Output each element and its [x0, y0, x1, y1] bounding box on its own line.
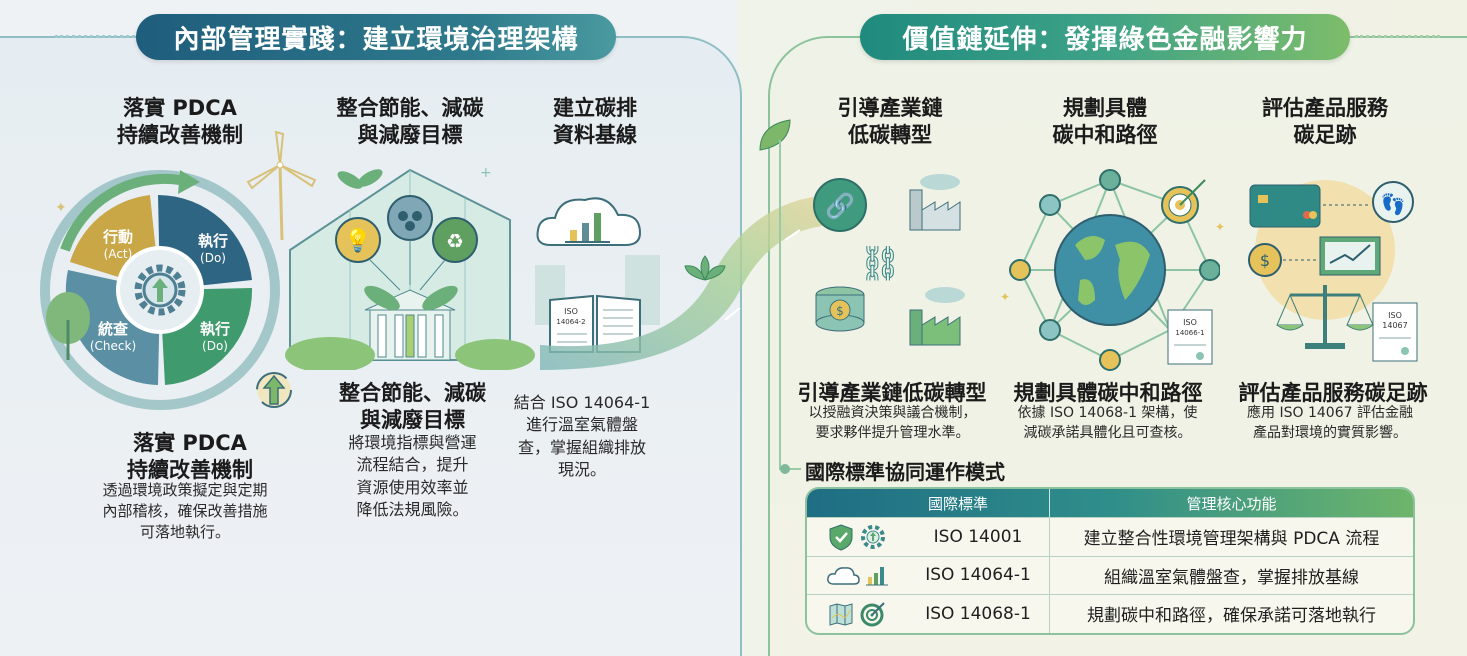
globe-network-illustration: ISO 14066-1: [1009, 169, 1220, 371]
right-bottom-desc-carbon-neutral: 依據 ISO 14068-1 架構，使 減碳承諾具體化且可查核。: [1017, 405, 1198, 441]
connector-dot: [780, 464, 790, 474]
left-bottom-desc-pdca: 透過環境政策擬定與定期 內部稽核，確保改善措施 可落地執行。: [102, 481, 268, 541]
svg-text:💡: 💡: [344, 228, 371, 254]
iso-14067-doc-icon: ISO 14067: [1372, 302, 1418, 362]
svg-text:$: $: [836, 304, 844, 318]
intl-standards-title: 國際標準協同運作模式: [805, 460, 1005, 484]
flow-path-arrow: [540, 195, 830, 370]
column-header-standard: 國際標準: [807, 489, 1050, 517]
target-icon: [1161, 179, 1206, 224]
pdca-do2-sub: (Do): [202, 338, 228, 353]
pdca-do-label: 執行: [197, 232, 228, 250]
left-section-title: 內部管理實踐：建立環境治理架構: [136, 14, 616, 60]
dotted-connector-right: [1355, 35, 1440, 38]
right-top-heading-footprint: 評估產品服務 碳足跡: [1262, 96, 1388, 148]
standard-cell: ISO 14064-1: [907, 556, 1050, 594]
bar-chart-icon: [866, 567, 888, 586]
wind-turbine-icon: [246, 130, 317, 240]
table-row: ISO 14064-1 組織溫室氣體盤查，掌握排放基線: [807, 555, 1413, 594]
svg-text:👣: 👣: [1381, 192, 1406, 216]
right-top-heading-carbon-neutral: 規劃具體 碳中和路徑: [1052, 96, 1158, 148]
cycle-up-arrow-icon: [256, 372, 292, 408]
plus-icon: +: [480, 165, 492, 181]
cloud-bar-chart-icon: [536, 197, 642, 246]
sparkle-icon: ✦: [55, 200, 67, 216]
left-bottom-desc-baseline: 結合 ISO 14064-1 進行溫室氣體盤 查，掌握組織排放 現況。: [513, 393, 651, 480]
function-cell: 組織溫室氣體盤查，掌握排放基線: [1104, 567, 1359, 588]
standard-cell: ISO 14068-1: [907, 595, 1050, 633]
left-bottom-heading-pdca: 落實 PDCA 持續改善機制: [127, 431, 253, 483]
greenhouse-building-illustration: 💡 ♻: [285, 168, 535, 370]
function-cell: 建立整合性環境管理架構與 PDCA 流程: [1083, 529, 1380, 550]
coin-stack-icon: $: [815, 286, 865, 332]
table-row: ISO 14068-1 規劃碳中和路徑，確保承諾可落地執行: [807, 594, 1413, 633]
leaf-icon: [759, 119, 791, 151]
left-bottom-desc-energy: 將環境指標與營運 流程結合，提升 資源使用效率並 降低法規風險。: [348, 433, 477, 520]
left-top-heading-baseline: 建立碳排 資料基線: [553, 96, 637, 148]
pdca-check-label: 統查: [97, 320, 128, 338]
right-bottom-heading-carbon-neutral: 規劃具體碳中和路徑: [1013, 381, 1203, 405]
connector-line: [781, 468, 801, 470]
pdca-act-sub: (Act): [103, 246, 133, 261]
pdca-segment-do-top: 執行 (Do): [183, 232, 243, 266]
supply-chain-illustration: 🔗 ⛓ $: [813, 174, 965, 346]
svg-text:♻: ♻: [446, 229, 464, 253]
svg-text:⛓: ⛓: [858, 244, 901, 284]
iso-book-icon: ISO 14064-2: [549, 294, 641, 353]
svg-text:$: $: [1260, 251, 1270, 270]
svg-text:🔗: 🔗: [825, 191, 855, 220]
svg-text:14064-2: 14064-2: [556, 318, 585, 326]
pdca-act-label: 行動: [102, 228, 133, 246]
intl-standards-table: 國際標準 管理核心功能 ISO 14001 建立整合性環境管理架構與 PDCA …: [805, 487, 1415, 635]
pdca-check-sub: (Check): [89, 338, 137, 353]
map-icon: [829, 603, 853, 626]
right-bottom-desc-footprint: 應用 ISO 14067 評估金融 產品對環境的實質影響。: [1247, 405, 1413, 441]
standard-cell: ISO 14001: [907, 518, 1050, 556]
dotted-connector-left: [55, 35, 140, 38]
function-cell: 規劃碳中和路徑，確保承諾可落地執行: [1087, 606, 1376, 627]
green-factory-icon: [909, 287, 965, 346]
column-header-function: 管理核心功能: [1186, 494, 1277, 513]
table-row: ISO 14001 建立整合性環境管理架構與 PDCA 流程: [807, 517, 1413, 556]
connector-line: [779, 140, 781, 470]
svg-text:ISO: ISO: [1183, 318, 1197, 327]
carbon-footprint-finance-illustration: 👣 $ ISO 14067: [1248, 180, 1418, 362]
pdca-segment-act: 行動 (Act): [88, 228, 148, 262]
right-bottom-heading-footprint: 評估產品服務碳足跡: [1238, 381, 1428, 405]
pdca-do-sub: (Do): [200, 250, 226, 265]
tree-icon: [46, 292, 90, 360]
gear-arrow-icon: [861, 524, 885, 549]
svg-text:ISO: ISO: [564, 307, 578, 316]
right-section-title: 價值鏈延伸：發揮綠色金融影響力: [860, 14, 1350, 60]
right-bottom-heading-supply-chain: 引導產業鏈低碳轉型: [797, 381, 987, 405]
cloud-icon: [827, 567, 860, 585]
left-top-heading-pdca: 落實 PDCA 持續改善機制: [117, 96, 243, 148]
right-top-heading-supply-chain: 引導產業鏈 低碳轉型: [837, 96, 943, 148]
target-icon: [860, 602, 885, 627]
sparkle-icon: ✦: [1000, 290, 1011, 304]
right-bottom-desc-supply-chain: 以授融資決策與議合機制， 要求夥伴提升管理水準。: [808, 405, 977, 441]
sparkle-icon: ✦: [1215, 220, 1226, 234]
svg-text:14067: 14067: [1382, 321, 1407, 330]
iso-14066-doc-icon: ISO 14066-1: [1167, 309, 1213, 365]
table-header: 國際標準 管理核心功能: [807, 489, 1413, 517]
scale-icon: [1276, 285, 1374, 349]
svg-text:14066-1: 14066-1: [1175, 329, 1204, 337]
shield-check-icon: [829, 524, 853, 551]
factory-icon: [909, 174, 961, 231]
pdca-do2-label: 執行: [199, 320, 230, 338]
pdca-cycle-wheel: 行動 (Act) 執行 (Do) 執行 (Do) 統查 (Check): [40, 170, 280, 410]
pdca-segment-do-bottom: 執行 (Do): [185, 320, 245, 354]
svg-text:ISO: ISO: [1388, 311, 1402, 320]
left-bottom-heading-energy: 整合節能、減碳 與減廢目標: [339, 381, 486, 433]
pdca-segment-check: 統查 (Check): [78, 320, 148, 354]
left-top-heading-energy: 整合節能、減碳 與減廢目標: [336, 96, 484, 148]
